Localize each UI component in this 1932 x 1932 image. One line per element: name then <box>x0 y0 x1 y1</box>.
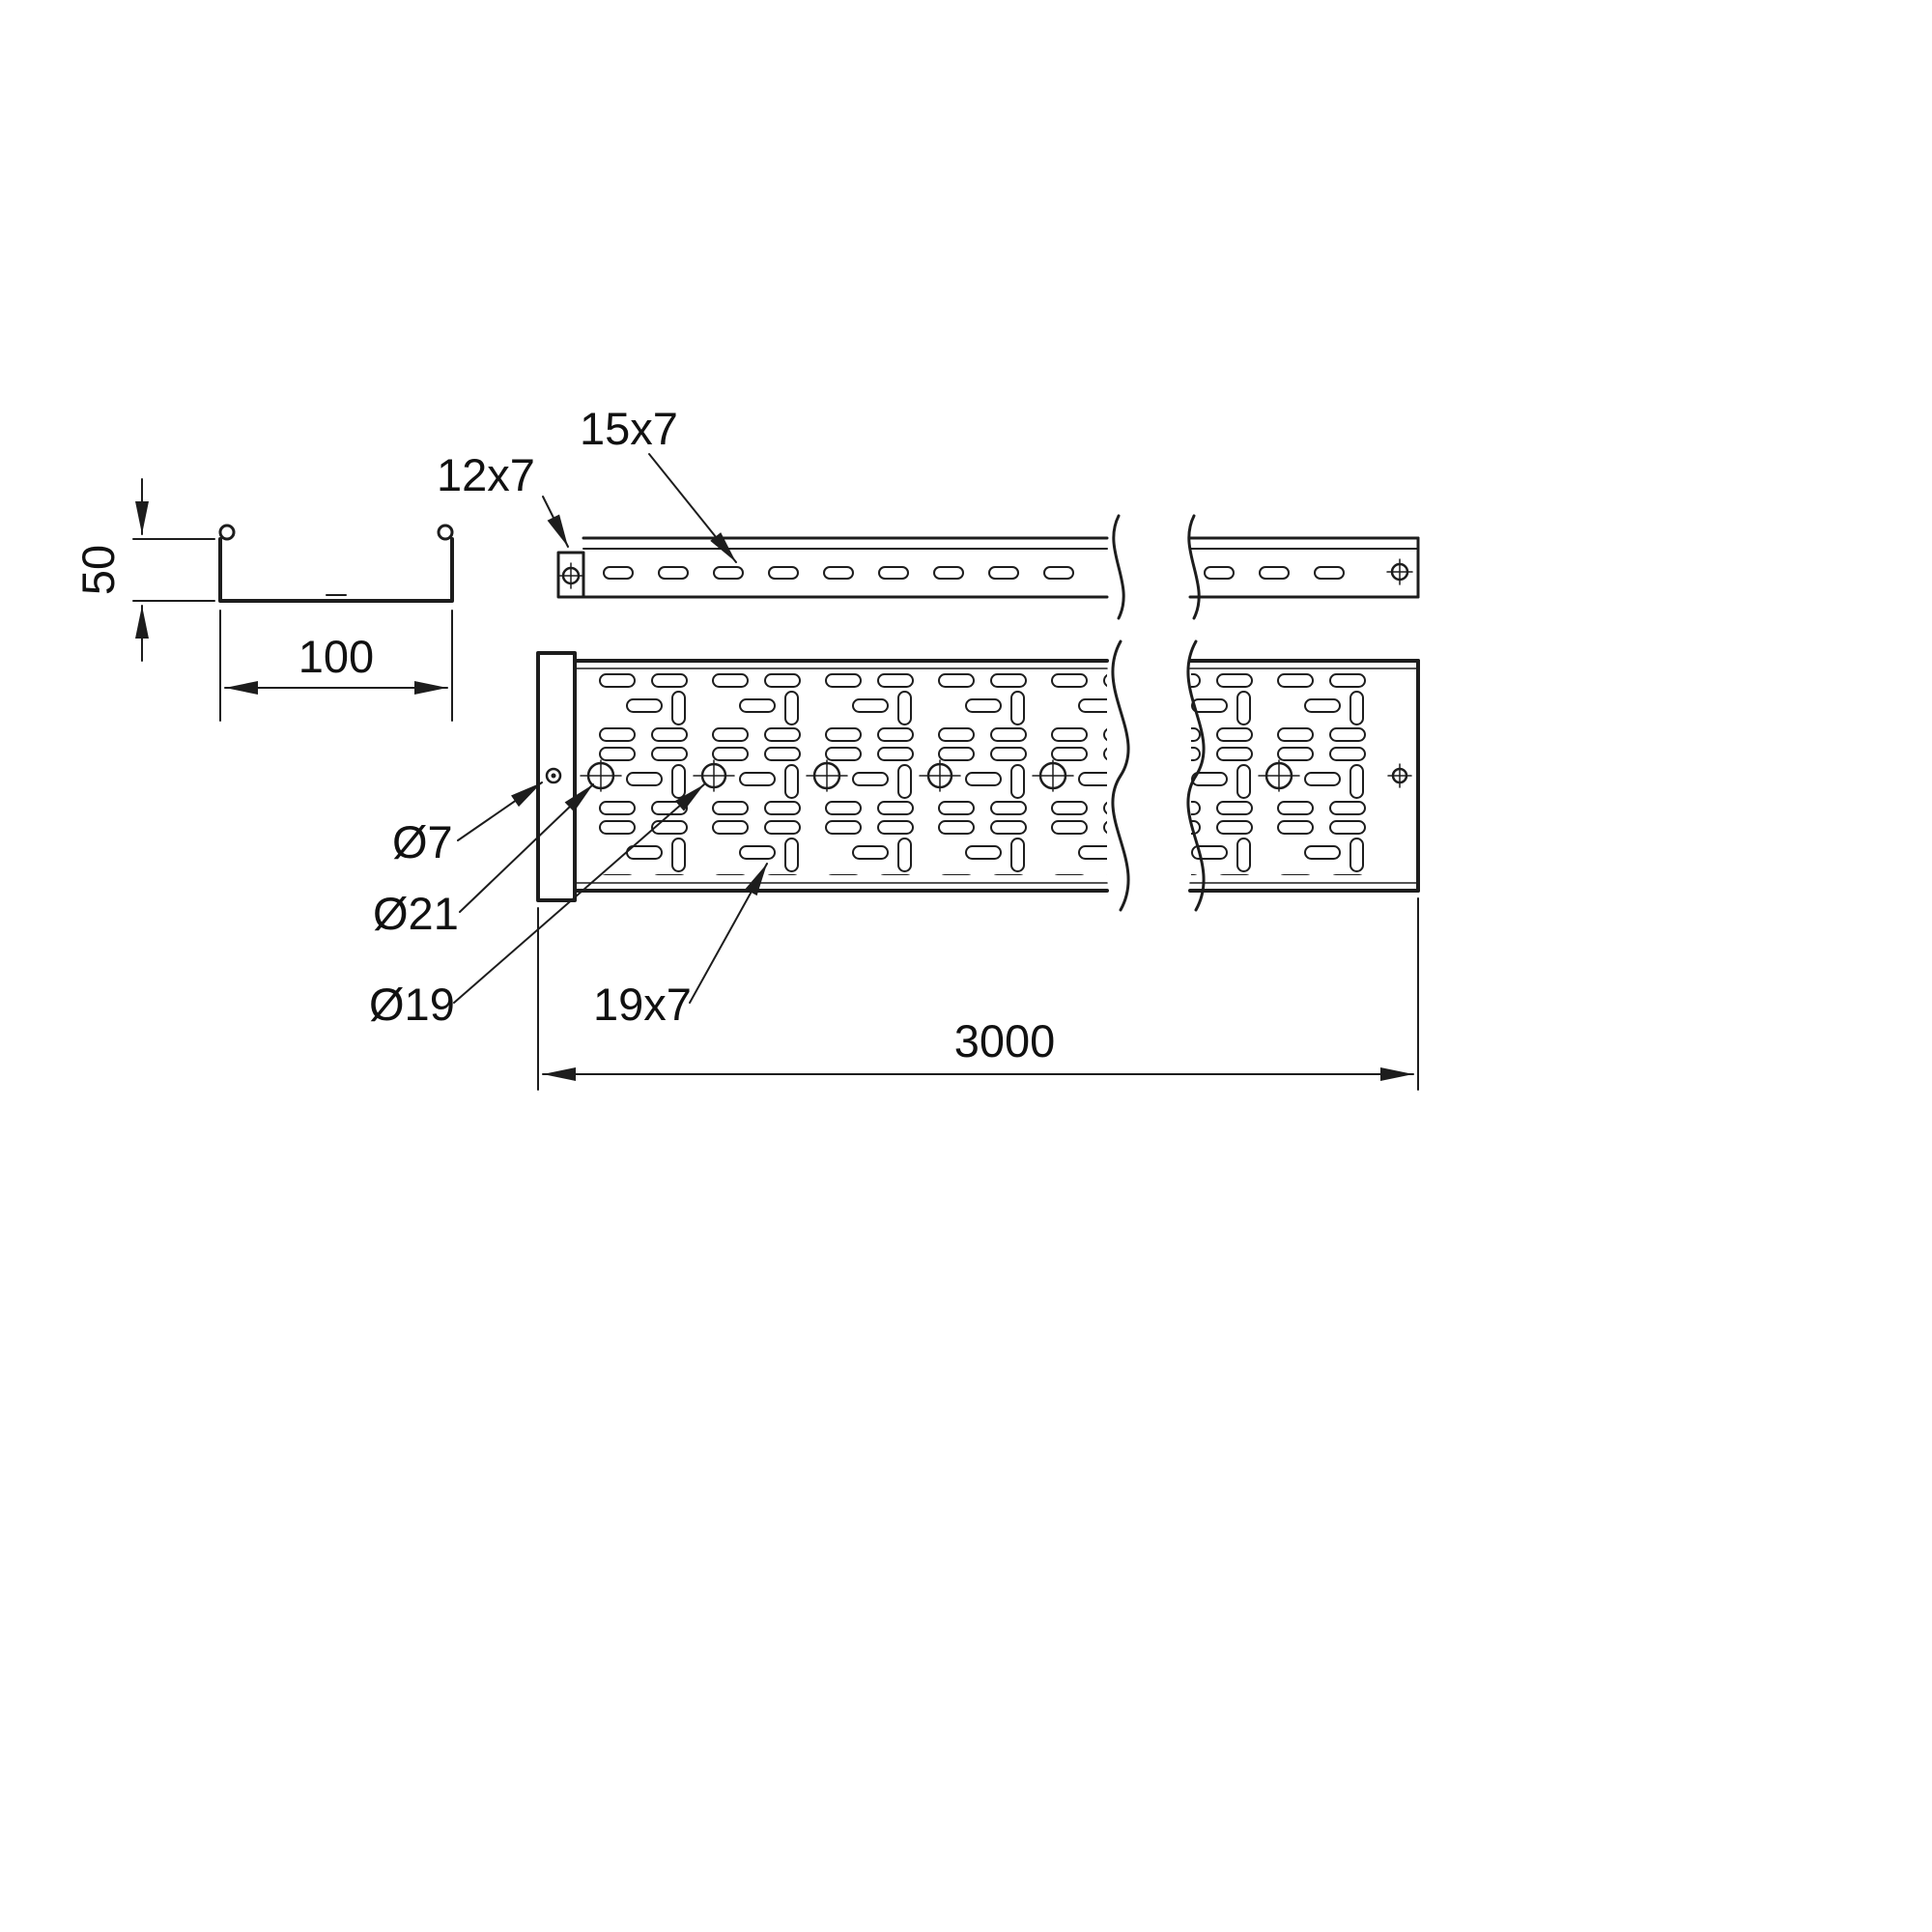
top-end-plate <box>536 651 577 902</box>
rail-slot <box>658 566 689 580</box>
hole-crosshair-dia21 <box>580 759 622 792</box>
hole-crosshair-dia19 <box>919 759 961 792</box>
rail-slot <box>823 566 854 580</box>
side-end-plate-hole <box>557 562 584 589</box>
rail-slot <box>768 566 799 580</box>
leader-line <box>689 863 768 1004</box>
rail-slot <box>603 566 634 580</box>
side-end-plate <box>556 551 585 599</box>
section-outline <box>218 537 454 603</box>
rail-slot <box>1204 566 1235 580</box>
dimension-text-height: 50 <box>72 545 124 595</box>
rail-slot <box>988 566 1019 580</box>
callout-text: Ø19 <box>369 979 455 1030</box>
centerline-holes <box>580 759 1412 792</box>
callout-dia7: Ø7 <box>392 781 543 867</box>
callout-text: 12x7 <box>437 449 535 500</box>
break-line <box>1186 639 1206 912</box>
callout-19x7: 19x7 <box>593 863 768 1030</box>
rolled-edge-left <box>218 524 236 541</box>
rolled-edge-right <box>437 524 454 541</box>
callout-text: 19x7 <box>593 979 692 1030</box>
side-view-slots <box>603 566 1345 580</box>
callout-text: 15x7 <box>580 403 678 454</box>
callout-text: Ø21 <box>373 888 459 939</box>
leader-line <box>542 496 569 548</box>
hole-center <box>551 773 556 779</box>
rail-slot <box>878 566 909 580</box>
side-view <box>556 514 1420 620</box>
leader-line <box>457 781 543 841</box>
callouts: 15x7 12x7 Ø7 Ø21 Ø19 19x7 <box>369 403 768 1030</box>
leader-line <box>459 783 594 913</box>
cross-section-view: 50 100 <box>72 478 454 722</box>
rail-slot <box>1043 566 1074 580</box>
hole-crosshair-right-end <box>1387 763 1412 788</box>
break-line <box>1187 514 1201 620</box>
edge-hole-dia7 <box>545 767 562 784</box>
rail-slot <box>713 566 744 580</box>
dimension-height-50: 50 <box>72 478 215 662</box>
callout-dia19: Ø19 <box>369 783 705 1030</box>
break-line <box>1111 639 1130 912</box>
callout-dia21: Ø21 <box>373 783 594 939</box>
top-view <box>536 639 1420 912</box>
callout-12x7: 12x7 <box>437 449 569 548</box>
rail-slot <box>933 566 964 580</box>
callout-15x7: 15x7 <box>580 403 737 563</box>
dimension-text-length: 3000 <box>954 1015 1056 1066</box>
leader-line <box>453 783 705 1004</box>
perforation-field <box>581 670 1107 875</box>
hole-crosshair-dia21 <box>806 759 848 792</box>
hole-crosshair-dia21 <box>1258 759 1300 792</box>
hole-crosshair-dia19 <box>693 759 735 792</box>
hole-crosshair-dia21 <box>1032 759 1074 792</box>
rail-slot <box>1314 566 1345 580</box>
dimension-width-100: 100 <box>219 610 453 722</box>
leader-line <box>648 453 737 563</box>
dimension-text-width: 100 <box>298 631 374 682</box>
dimension-length-3000: 3000 <box>537 897 1419 1091</box>
break-line <box>1112 514 1125 620</box>
side-right-end-hole <box>1386 558 1413 585</box>
callout-text: Ø7 <box>392 816 453 867</box>
rail-slot <box>1259 566 1290 580</box>
